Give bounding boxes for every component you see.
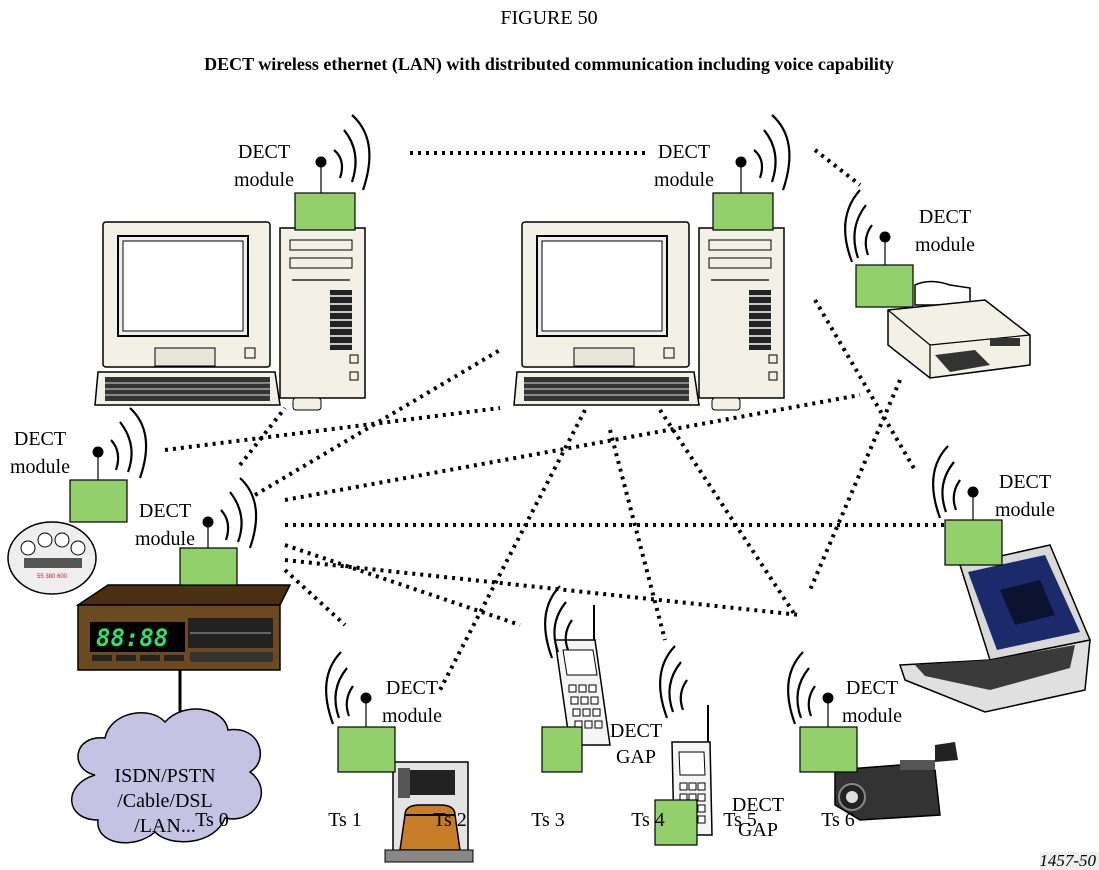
timeslot-2: Ts 2: [433, 809, 467, 831]
timeslot-6: Ts 6: [821, 809, 855, 831]
svg-text:module: module: [915, 234, 975, 256]
svg-text:DECT: DECT: [610, 720, 662, 742]
label-dect-module-pc1: DECT module: [234, 141, 294, 191]
label-dect-module-laptop: DECT module: [995, 471, 1055, 521]
dect-module-meter: [69, 407, 148, 523]
svg-text:DECT: DECT: [139, 500, 191, 522]
svg-text:module: module: [654, 169, 714, 191]
corner-code-box: [1040, 852, 1099, 870]
figure-title: DECT wireless ethernet (LAN) with distri…: [204, 54, 894, 75]
set-top-box: 88:88: [75, 584, 292, 760]
desktop-computer-1: [94, 221, 366, 411]
svg-text:DECT: DECT: [732, 794, 784, 816]
timeslot-1: Ts 1: [328, 809, 362, 831]
dect-module-pc1: [294, 114, 371, 231]
cloud-line-1: ISDN/PSTN: [114, 765, 215, 787]
corner-code: 1457-50: [1039, 851, 1096, 870]
svg-text:GAP: GAP: [738, 819, 778, 841]
svg-text:module: module: [382, 705, 442, 727]
svg-text:DECT: DECT: [386, 677, 438, 699]
dect-module-laptop: [932, 445, 1003, 566]
svg-text:module: module: [234, 169, 294, 191]
timeslot-4: Ts 4: [631, 809, 665, 831]
label-dect-module-settop: DECT module: [135, 500, 195, 550]
timeslot-0: Ts 0: [195, 809, 229, 831]
svg-text:GAP: GAP: [616, 746, 656, 768]
svg-text:DECT: DECT: [846, 677, 898, 699]
dect-module-camcorder: [787, 651, 858, 773]
svg-text:module: module: [842, 705, 902, 727]
svg-text:DECT: DECT: [658, 141, 710, 163]
display-readout: 88:88: [96, 624, 168, 652]
timeslot-3: Ts 3: [531, 809, 565, 831]
label-dect-gap-2: DECT GAP: [732, 794, 784, 841]
coffee-maker: [384, 761, 474, 863]
svg-text:module: module: [995, 499, 1055, 521]
dect-module-pc2: [712, 114, 791, 231]
label-dect-module-pc2: DECT module: [654, 141, 714, 191]
label-dect-module-printer: DECT module: [915, 206, 975, 256]
dect-links: [164, 148, 1005, 691]
cloud-line-3: /LAN...: [134, 815, 196, 837]
laptop: [898, 544, 1092, 713]
svg-text:module: module: [10, 456, 70, 478]
label-dect-module-coffee: DECT module: [382, 677, 442, 727]
label-dect-module-camcorder: DECT module: [842, 677, 902, 727]
svg-text:DECT: DECT: [919, 206, 971, 228]
dect-module-handset-1: [541, 585, 583, 773]
dect-module-settop: [179, 477, 258, 586]
figure-number: FIGURE 50: [500, 7, 597, 29]
dect-module-coffee: [325, 651, 396, 773]
svg-text:DECT: DECT: [238, 141, 290, 163]
network-cloud: ISDN/PSTN /Cable/DSL /LAN...: [71, 708, 262, 844]
label-dect-module-meter: DECT module: [10, 428, 70, 478]
svg-text:DECT: DECT: [14, 428, 66, 450]
cloud-line-2: /Cable/DSL: [117, 790, 213, 812]
camcorder: [834, 742, 958, 821]
printer: [887, 280, 1031, 379]
label-dect-gap-1: DECT GAP: [610, 720, 662, 768]
desktop-computer-2: [513, 221, 785, 411]
meter-number: 55 380 600: [37, 574, 68, 580]
svg-text:DECT: DECT: [999, 471, 1051, 493]
dect-module-printer: [844, 189, 914, 308]
svg-text:module: module: [135, 528, 195, 550]
timeslot-5: Ts 5: [723, 809, 757, 831]
utility-meter: 55 380 600: [7, 521, 97, 595]
dect-module-handset-2: [654, 645, 698, 846]
dect-handset-1: [554, 605, 611, 746]
